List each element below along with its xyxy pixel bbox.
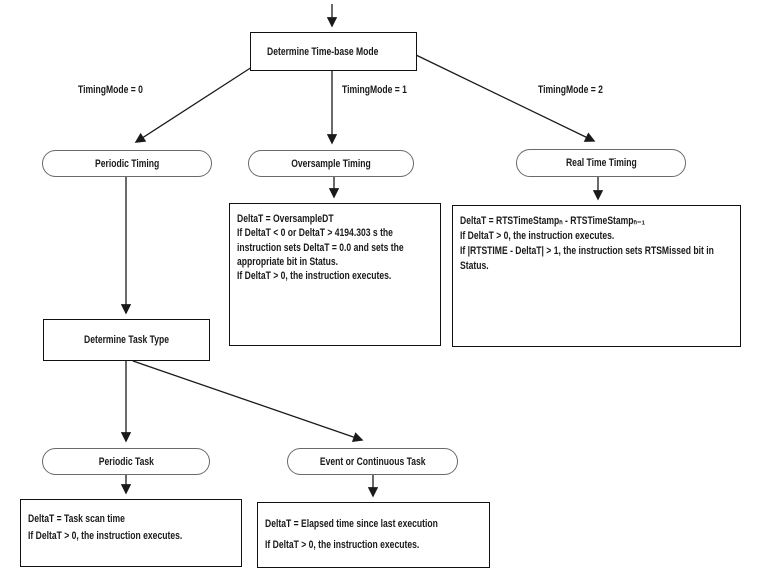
node-event-or-continuous-task: Event or Continuous Task [287, 448, 458, 475]
event-task-detail-box: DeltaT = Elapsed time since last executi… [257, 502, 490, 568]
branch-label-text: TimingMode = 1 [342, 84, 407, 96]
node-periodic-task: Periodic Task [42, 448, 210, 475]
node-event-or-continuous-task-label: Event or Continuous Task [319, 455, 426, 468]
detail-line: If DeltaT > 0, the instruction executes. [237, 270, 392, 283]
detail-line: instruction sets DeltaT = 0.0 and sets t… [237, 241, 404, 254]
arrow-mode0-to-periodic-timing [134, 66, 253, 143]
node-real-time-timing-label: Real Time Timing [565, 157, 637, 169]
detail-line: DeltaT = OversampleDT [237, 213, 334, 225]
node-periodic-timing: Periodic Timing [42, 150, 212, 177]
node-determine-time-base-mode-label: Determine Time-base Mode [267, 45, 379, 58]
node-real-time-timing: Real Time Timing [516, 149, 686, 177]
branch-label-text: TimingMode = 0 [78, 84, 143, 96]
node-periodic-timing-label: Periodic Timing [94, 157, 160, 170]
detail-line: DeltaT = Elapsed time since last executi… [265, 518, 438, 530]
realtime-detail-box: DeltaT = RTSTimeStampₙ - RTSTimeStampₙ₋₁… [452, 205, 741, 347]
branch-label-timingmode-1: TimingMode = 1 [342, 84, 425, 98]
detail-line: If DeltaT > 0, the instruction executes. [460, 230, 615, 242]
node-oversample-timing-label: Oversample Timing [291, 157, 371, 170]
detail-line: If DeltaT < 0 or DeltaT > 4194.303 s the [237, 227, 393, 240]
branch-label-text: TimingMode = 2 [538, 84, 603, 96]
oversample-detail-box: DeltaT = OversampleDT If DeltaT < 0 or D… [229, 203, 441, 346]
node-oversample-timing: Oversample Timing [248, 150, 414, 177]
branch-label-timingmode-0: TimingMode = 0 [78, 84, 161, 98]
branch-label-timingmode-2: TimingMode = 2 [538, 84, 621, 98]
detail-line: appropriate bit in Status. [237, 255, 339, 268]
detail-line: DeltaT = Task scan time [28, 513, 125, 525]
periodic-task-detail-box: DeltaT = Task scan time If DeltaT > 0, t… [20, 499, 242, 567]
node-determine-time-base-mode: Determine Time-base Mode [250, 32, 417, 71]
arrow-task-type-to-event-task [132, 360, 364, 443]
detail-line: If DeltaT > 0, the instruction executes. [28, 530, 183, 542]
detail-line: Status. [460, 260, 489, 272]
detail-line: If DeltaT > 0, the instruction executes. [265, 538, 420, 551]
detail-line: DeltaT = RTSTimeStampₙ - RTSTimeStampₙ₋₁ [460, 215, 646, 227]
node-determine-task-type: Determine Task Type [43, 319, 210, 361]
node-periodic-task-label: Periodic Task [98, 455, 154, 468]
detail-line: If |RTSTIME - DeltaT| > 1, the instructi… [460, 245, 714, 257]
arrow-mode2-to-realtime-timing [415, 54, 596, 142]
node-determine-task-type-label: Determine Task Type [83, 334, 170, 346]
